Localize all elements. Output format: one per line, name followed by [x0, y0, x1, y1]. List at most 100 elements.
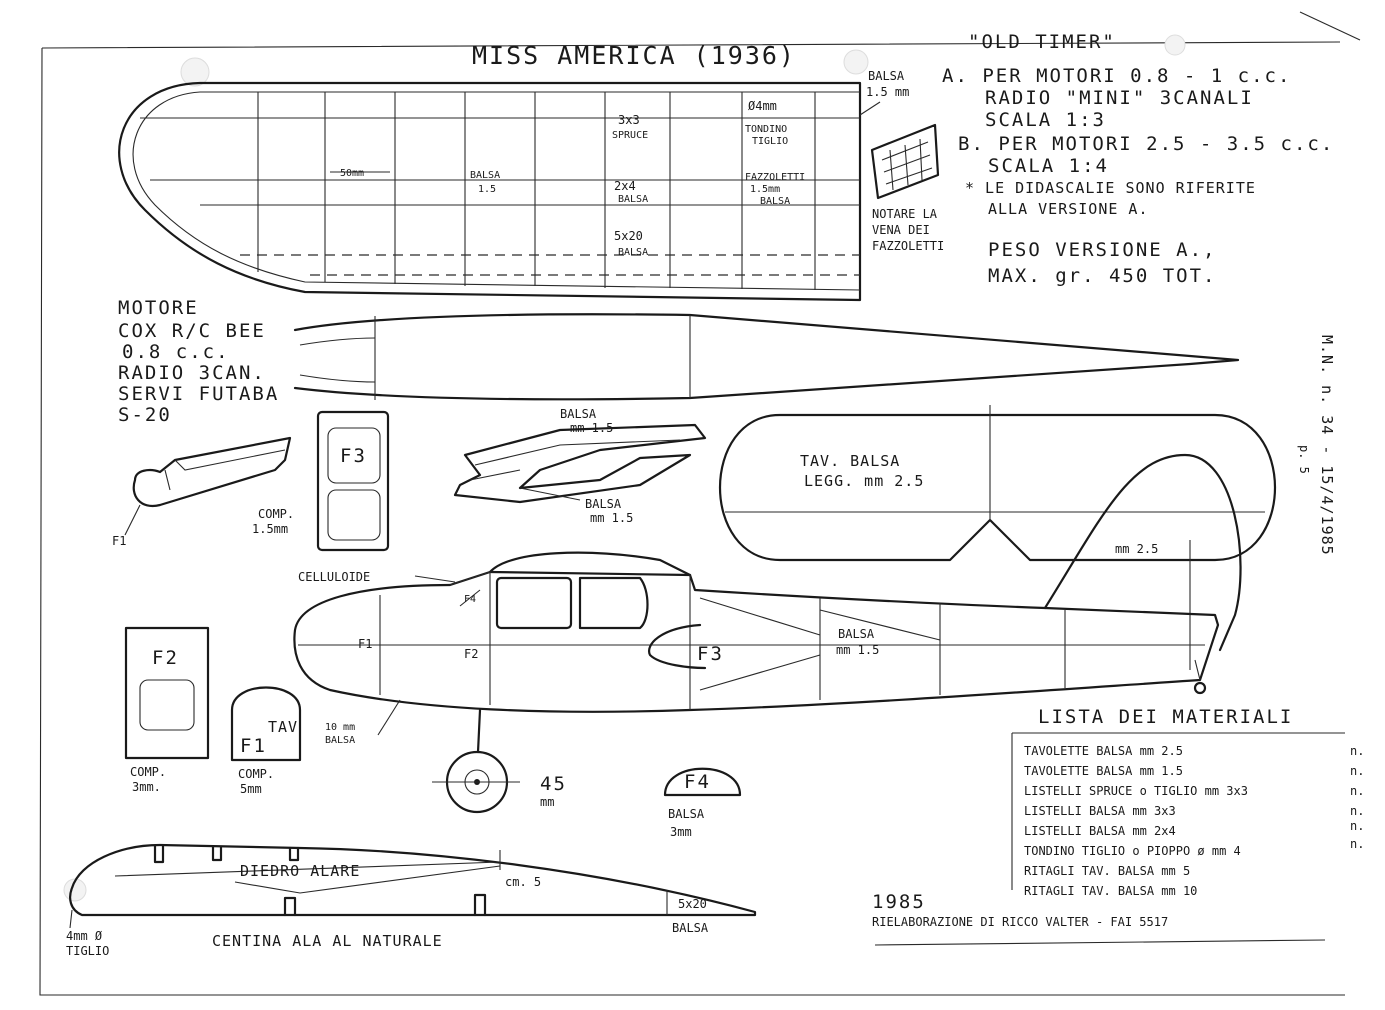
- page-corner-mark: [1299, 11, 1361, 41]
- rib-dowel-1: 4mm Ø: [66, 929, 103, 943]
- f3-comp-1: COMP.: [258, 507, 294, 521]
- tav-label: TAV: [268, 718, 298, 736]
- landing-gear: 45 mm: [432, 708, 567, 814]
- fuselage-side-view: mm 2.5 CELLULOIDE F4 F1 F2 F3 BALSA mm 1…: [293, 453, 1242, 713]
- tail-fairing: [647, 623, 707, 670]
- material-count: n.: [1350, 784, 1364, 798]
- rib-trailing-edge-balsa: BALSA: [672, 921, 709, 935]
- old-timer-label: "OLD TIMER": [968, 31, 1116, 53]
- trailing-edge-label: BALSA: [618, 247, 648, 258]
- rib-dowel-2: TIGLIO: [66, 944, 109, 958]
- motor-line-3: 0.8 c.c.: [122, 341, 230, 363]
- option-a-line-2: RADIO "MINI" 3CANALI: [985, 87, 1254, 109]
- tail-balsa-2-mm: mm 1.5: [590, 511, 633, 525]
- gusset-detail: NOTARE LA VENA DEI FAZZOLETTI: [870, 123, 944, 253]
- motor-line-6: S-20: [118, 404, 172, 426]
- f2-label: F2: [152, 647, 179, 669]
- f4-side-label: F4: [464, 594, 476, 605]
- grain-note-2: VENA DEI: [872, 223, 930, 237]
- fuselage-balsa-mm: mm 1.5: [836, 643, 879, 657]
- credit: 1985 RIELABORAZIONE DI RICCO VALTER - FA…: [872, 891, 1326, 946]
- dihedral-height: cm. 5: [505, 875, 541, 889]
- note-line-2: ALLA VERSIONE A.: [988, 200, 1149, 218]
- fuselage-top-outline: [293, 313, 1240, 401]
- spar-label: BALSA: [618, 194, 648, 205]
- option-b-line-2: SCALA 1:4: [988, 155, 1109, 177]
- f1-top-label: F1: [112, 534, 126, 548]
- option-a-line-1: A. PER MOTORI 0.8 - 1 c.c.: [942, 65, 1291, 87]
- motor-line-4: RADIO 3CAN.: [118, 362, 266, 384]
- wing-balsa-mid-mm: 1.5: [478, 184, 496, 195]
- spruce-size: 3x3: [618, 113, 640, 127]
- former-f1: F1 TAV 10 mm BALSA COMP. 5mm: [230, 686, 401, 796]
- wheel-diameter-unit: mm: [540, 795, 554, 809]
- material-item: TAVOLETTE BALSA mm 1.5: [1024, 764, 1183, 778]
- material-item: LISTELLI SPRUCE o TIGLIO mm 3x3: [1024, 784, 1248, 798]
- f2-comp-1: COMP.: [130, 765, 166, 779]
- fuselage-balsa: BALSA: [838, 627, 875, 641]
- dihedral-label: DIEDRO ALARE: [240, 862, 360, 880]
- tail-balsa-1-mm: mm 1.5: [570, 421, 613, 435]
- rib-notches: [153, 844, 300, 864]
- punch-hole: [843, 49, 869, 75]
- rib-caption: CENTINA ALA AL NATURALE: [212, 932, 443, 950]
- dowel-label-1: TONDINO: [745, 124, 787, 135]
- cabin-top: [488, 551, 692, 577]
- f1-comp-1: COMP.: [238, 767, 274, 781]
- wing-balsa-mid: BALSA: [470, 170, 500, 181]
- wing-plan: BALSA 1.5 mm 3x3 SPRUCE Ø4mm TONDINO TIG…: [118, 69, 909, 302]
- plan-title: MISS AMERICA (1936): [472, 41, 796, 70]
- materials-title: LISTA DEI MATERIALI: [1038, 706, 1293, 728]
- stabilizer-label-1: TAV. BALSA: [800, 452, 900, 470]
- nose-block: F1: [112, 436, 292, 548]
- wing-outline: [118, 81, 862, 302]
- weight-line-1: PESO VERSIONE A.,: [988, 239, 1216, 261]
- fuselage-top-view: [293, 313, 1240, 401]
- f1-side-label: F1: [358, 637, 372, 651]
- header-notes: "OLD TIMER" A. PER MOTORI 0.8 - 1 c.c. R…: [942, 31, 1334, 287]
- f1-label: F1: [240, 735, 267, 757]
- tav-10mm-1: 10 mm: [325, 722, 355, 733]
- material-item: LISTELLI BALSA mm 2x4: [1024, 824, 1176, 838]
- motor-line-1: MOTORE: [118, 297, 199, 319]
- material-item: LISTELLI BALSA mm 3x3: [1024, 804, 1176, 818]
- tail-balsa-1: BALSA: [560, 407, 597, 421]
- grain-note-1: NOTARE LA: [872, 207, 938, 221]
- f2-side-label: F2: [464, 647, 478, 661]
- trailing-edge-size: 5x20: [614, 229, 643, 243]
- material-item: TAVOLETTE BALSA mm 2.5: [1024, 744, 1183, 758]
- wheel-diameter: 45: [540, 773, 567, 795]
- former-f4: F4 BALSA 3mm: [663, 767, 742, 839]
- material-count: n.: [1350, 837, 1364, 851]
- wing-rib: DIEDRO ALARE cm. 5 5x20 BALSA 4mm Ø TIGL…: [66, 843, 757, 958]
- tail-balsa-2: BALSA: [585, 497, 622, 511]
- gusset-label-1: FAZZOLETTI: [745, 172, 805, 183]
- wing-center-sketch: BALSA mm 1.5 BALSA mm 1.5: [453, 407, 707, 525]
- rib-spacing: 50mm: [340, 168, 364, 179]
- spar-size: 2x4: [614, 179, 636, 193]
- option-a-line-3: SCALA 1:3: [985, 109, 1106, 131]
- grain-note-3: FAZZOLETTI: [872, 239, 944, 253]
- cabin-window: [578, 576, 649, 630]
- material-count: n.: [1350, 744, 1364, 758]
- gusset-label-3: BALSA: [760, 196, 790, 207]
- credit-year: 1985: [872, 891, 926, 913]
- f1-comp-2: 5mm: [240, 782, 262, 796]
- stabilizer: TAV. BALSA LEGG. mm 2.5: [718, 405, 1277, 562]
- f3-comp-2: 1.5mm: [252, 522, 288, 536]
- stabilizer-outline: [718, 413, 1277, 562]
- stabilizer-label-2: LEGG. mm 2.5: [804, 472, 924, 490]
- fin-outline: [1043, 453, 1242, 652]
- f4-label: F4: [684, 771, 711, 793]
- dowel-size: Ø4mm: [748, 99, 777, 113]
- weight-line-2: MAX. gr. 450 TOT.: [988, 265, 1216, 287]
- option-b-line-1: B. PER MOTORI 2.5 - 3.5 c.c.: [958, 133, 1334, 155]
- celluloide-label: CELLULOIDE: [298, 570, 370, 584]
- material-item: RITAGLI TAV. BALSA mm 5: [1024, 864, 1190, 878]
- material-count: n.: [1350, 764, 1364, 778]
- motor-line-5: SERVI FUTABA: [118, 383, 279, 405]
- dowel-label-2: TIGLIO: [752, 136, 788, 147]
- f4-balsa-1: BALSA: [668, 807, 705, 821]
- f3-label: F3: [340, 445, 367, 467]
